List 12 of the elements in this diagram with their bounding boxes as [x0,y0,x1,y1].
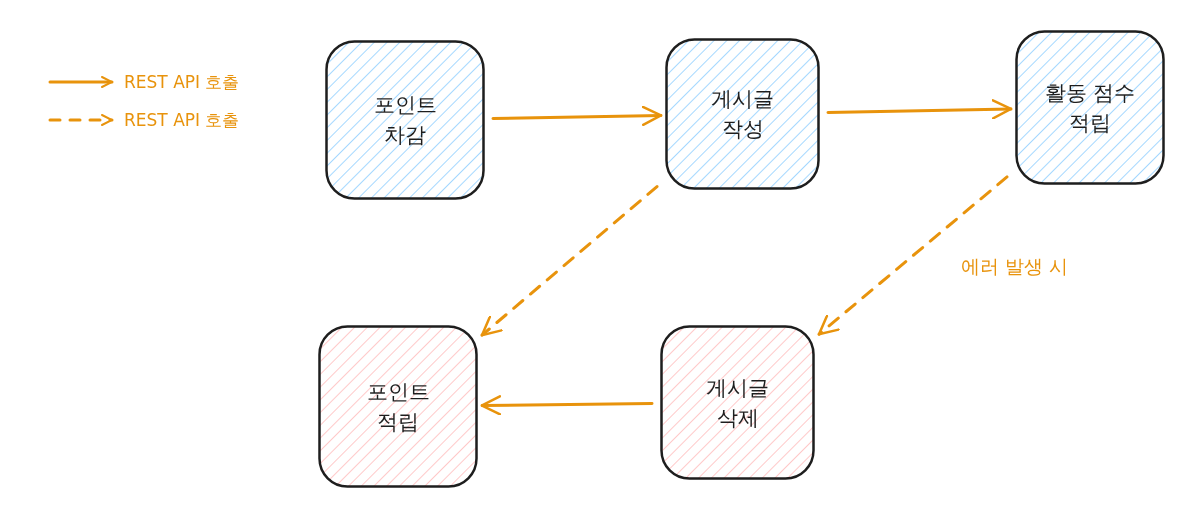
process-box: 포인트 적립 [318,325,478,488]
arrow [826,99,1013,120]
process-box: 게시글 작성 [665,38,820,190]
arrow [817,175,1009,336]
process-box: 포인트 차감 [325,40,485,200]
legend-label: REST API 호출 [124,71,240,94]
arrow [480,395,654,416]
process-box: 게시글 삭제 [660,325,815,480]
arrow [491,105,663,126]
legend-label: REST API 호출 [124,109,240,132]
arrow [480,185,659,337]
process-box: 활동 점수 적립 [1015,30,1165,185]
